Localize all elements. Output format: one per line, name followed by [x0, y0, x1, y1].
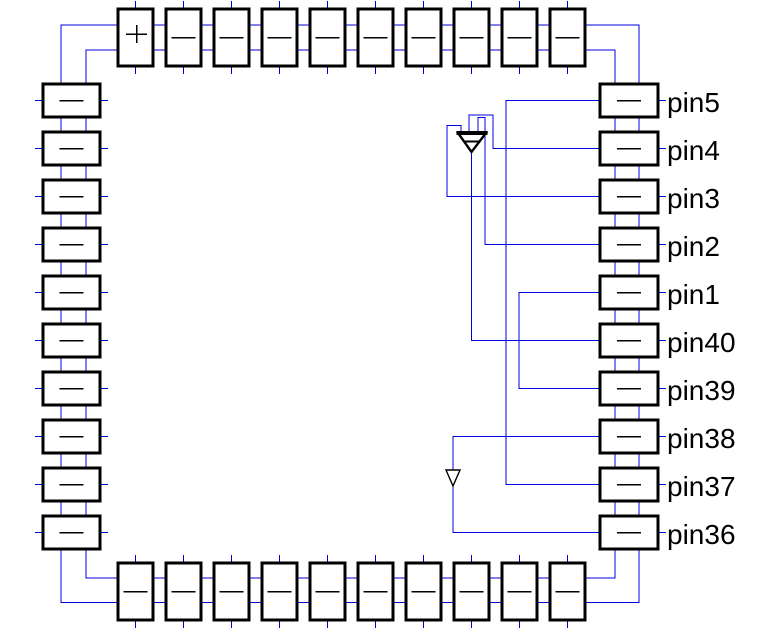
pad-top-1[interactable]	[116, 7, 155, 68]
corner-chain-link[interactable]	[85, 49, 118, 84]
ground-symbol-2[interactable]	[444, 469, 462, 488]
corner-chain-link[interactable]	[60, 24, 118, 84]
pad-left-5[interactable]	[41, 274, 102, 311]
corner-chain-link[interactable]	[585, 24, 640, 84]
pin-label-6[interactable]: pin39	[667, 375, 736, 406]
corner-chain-link[interactable]	[585, 549, 616, 579]
pin-label-2[interactable]: pin3	[667, 183, 720, 214]
net-pin4-ground1[interactable]	[468, 114, 600, 150]
pin-label-8[interactable]: pin37	[667, 471, 736, 502]
pad-left-8[interactable]	[41, 418, 102, 455]
corner-chain-link[interactable]	[585, 49, 616, 84]
pin-label-4[interactable]: pin1	[667, 279, 720, 310]
net-pin3-ground1[interactable]	[446, 124, 600, 198]
net-pin5-pin37[interactable]	[505, 99, 600, 486]
pin-label-1[interactable]: pin4	[667, 135, 720, 166]
corner-chain-link[interactable]	[85, 549, 118, 579]
pin-label-9[interactable]: pin36	[667, 519, 736, 550]
pin-label-7[interactable]: pin38	[667, 423, 736, 454]
pin-label-5[interactable]: pin40	[667, 327, 736, 358]
net-pin36-ground2[interactable]	[452, 485, 600, 534]
corner-chain-link[interactable]	[60, 549, 118, 604]
net-pin38-ground2[interactable]	[452, 435, 600, 471]
pin-label-0[interactable]: pin5	[667, 87, 720, 118]
net-pin40-ground1[interactable]	[470, 151, 601, 342]
corner-chain-link[interactable]	[585, 549, 640, 604]
pin-label-3[interactable]: pin2	[667, 231, 720, 262]
net-pin2-ground1[interactable]	[477, 116, 600, 246]
